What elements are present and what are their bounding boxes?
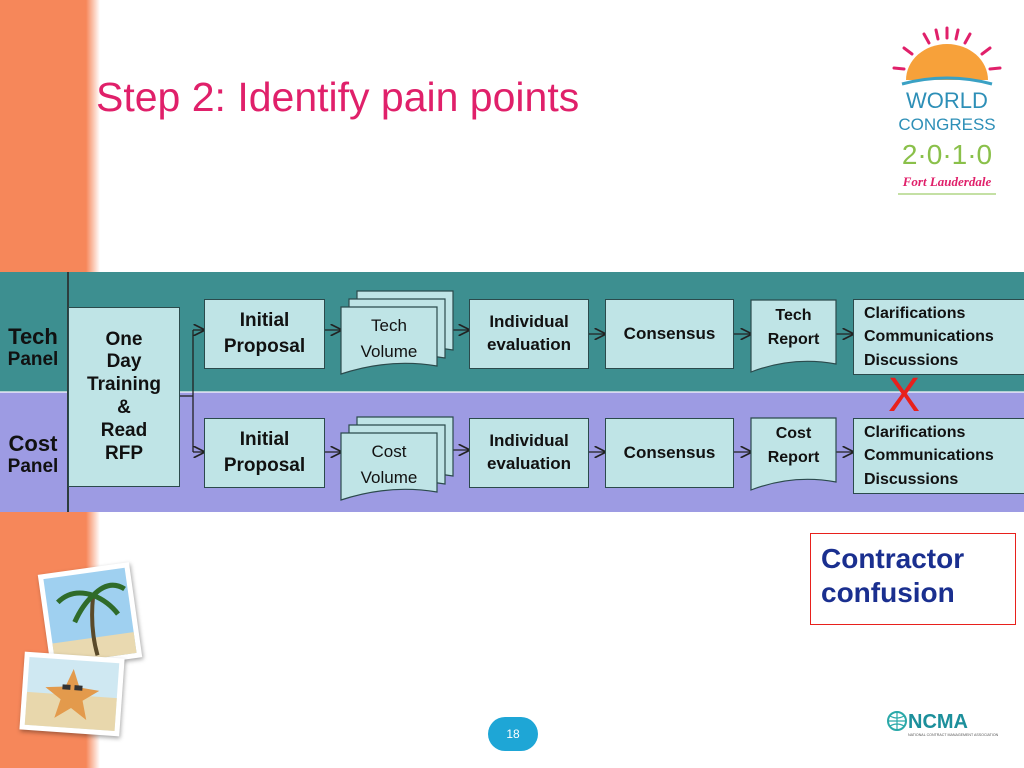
logo-congress-text: CONGRESS: [898, 115, 995, 134]
tech-report-doc: [750, 299, 837, 373]
tech-consensus-label: Consensus: [623, 324, 716, 343]
tech-consensus-box: Consensus: [605, 299, 734, 369]
training-line: Training: [87, 374, 161, 396]
cost-clarifications-box: Clarifications Communications Discussion…: [853, 418, 1024, 494]
tech-report-label: Tech Report: [751, 304, 836, 352]
tech-report-line2: Report: [767, 331, 820, 348]
cost-clarifications-line: Clarifications: [864, 424, 966, 442]
training-line: One: [105, 328, 143, 350]
cost-consensus-box: Consensus: [605, 418, 734, 488]
ncma-logo-name: NCMA: [908, 711, 968, 733]
tech-clarifications-line: Clarifications: [864, 305, 966, 323]
training-line: Read: [100, 419, 148, 441]
band-separator: [0, 391, 1024, 393]
tech-volume-line1: Tech: [371, 316, 407, 335]
ncma-logo: NCMA NATIONAL CONTRACT MANAGEMENT ASSOCI…: [887, 711, 999, 737]
cost-volume-label: Cost Volume: [341, 439, 437, 492]
cost-initial-proposal-box: Initial Proposal: [204, 418, 325, 488]
cost-individual-evaluation-line1: Individual: [489, 431, 569, 451]
tech-clarifications-box: Clarifications Communications Discussion…: [853, 299, 1024, 375]
tech-report-line1: Tech: [775, 307, 812, 324]
cost-individual-evaluation-box: Individual evaluation: [469, 418, 589, 488]
cost-panel-label: Cost Panel: [0, 431, 66, 478]
tech-individual-evaluation-line1: Individual: [489, 312, 569, 332]
cost-panel-label-line2: Panel: [7, 456, 59, 478]
tech-individual-evaluation-box: Individual evaluation: [469, 299, 589, 369]
logo-year-text: 2·0·1·0: [902, 139, 992, 170]
training-line: Day: [106, 351, 142, 373]
cost-report-label: Cost Report: [751, 422, 836, 470]
cost-volume-doc-stack: [340, 416, 454, 501]
ncma-logo-tagline: NATIONAL CONTRACT MANAGEMENT ASSOCIATION: [908, 733, 999, 737]
training-line: RFP: [105, 442, 143, 464]
cost-initial-proposal-line1: Initial: [239, 429, 290, 451]
tech-volume-line2: Volume: [360, 342, 418, 362]
contractor-confusion-callout: Contractor confusion: [810, 533, 1016, 625]
tech-clarifications-line: Discussions: [864, 351, 959, 369]
cost-consensus-label: Consensus: [623, 443, 716, 462]
logo-place-text: Fort Lauderdale: [902, 174, 992, 189]
tech-initial-proposal-line2: Proposal: [223, 336, 306, 357]
slide-title: Step 2: Identify pain points: [96, 74, 580, 120]
tech-initial-proposal-line1: Initial: [239, 310, 290, 332]
cost-clarifications-line: Discussions: [864, 470, 959, 488]
page-number-badge: 18: [488, 717, 538, 751]
cost-volume-line2: Volume: [360, 468, 418, 488]
training-line: &: [117, 397, 131, 418]
cost-report-line2: Report: [767, 449, 820, 466]
logo-world-text: WORLD: [906, 88, 988, 113]
tech-panel-label: Tech Panel: [0, 324, 66, 371]
pain-point-x-marker: X: [888, 369, 921, 422]
cost-panel-label-line1: Cost: [8, 431, 58, 456]
world-congress-logo: WORLD CONGRESS 2·0·1·0 Fort Lauderdale: [892, 26, 1002, 195]
callout-line2: confusion: [821, 576, 955, 608]
cost-clarifications-line: Communications: [864, 447, 994, 465]
cost-volume-line1: Cost: [371, 442, 407, 461]
cost-report-doc: [750, 417, 837, 491]
cost-report-line1: Cost: [775, 425, 812, 442]
starfish-photo: [19, 651, 125, 737]
callout-line1: Contractor: [821, 543, 965, 574]
tech-volume-doc-stack: [340, 290, 454, 375]
cost-initial-proposal-line2: Proposal: [223, 455, 306, 476]
tech-clarifications-line: Communications: [864, 328, 994, 346]
training-box: One Day Training & Read RFP: [68, 307, 180, 487]
cost-individual-evaluation-line2: evaluation: [486, 454, 572, 473]
tech-volume-label: Tech Volume: [341, 313, 437, 366]
tech-initial-proposal-box: Initial Proposal: [204, 299, 325, 369]
tech-panel-label-line2: Panel: [7, 349, 59, 371]
tech-panel-label-line1: Tech: [8, 324, 58, 349]
tech-individual-evaluation-line2: evaluation: [486, 335, 572, 354]
